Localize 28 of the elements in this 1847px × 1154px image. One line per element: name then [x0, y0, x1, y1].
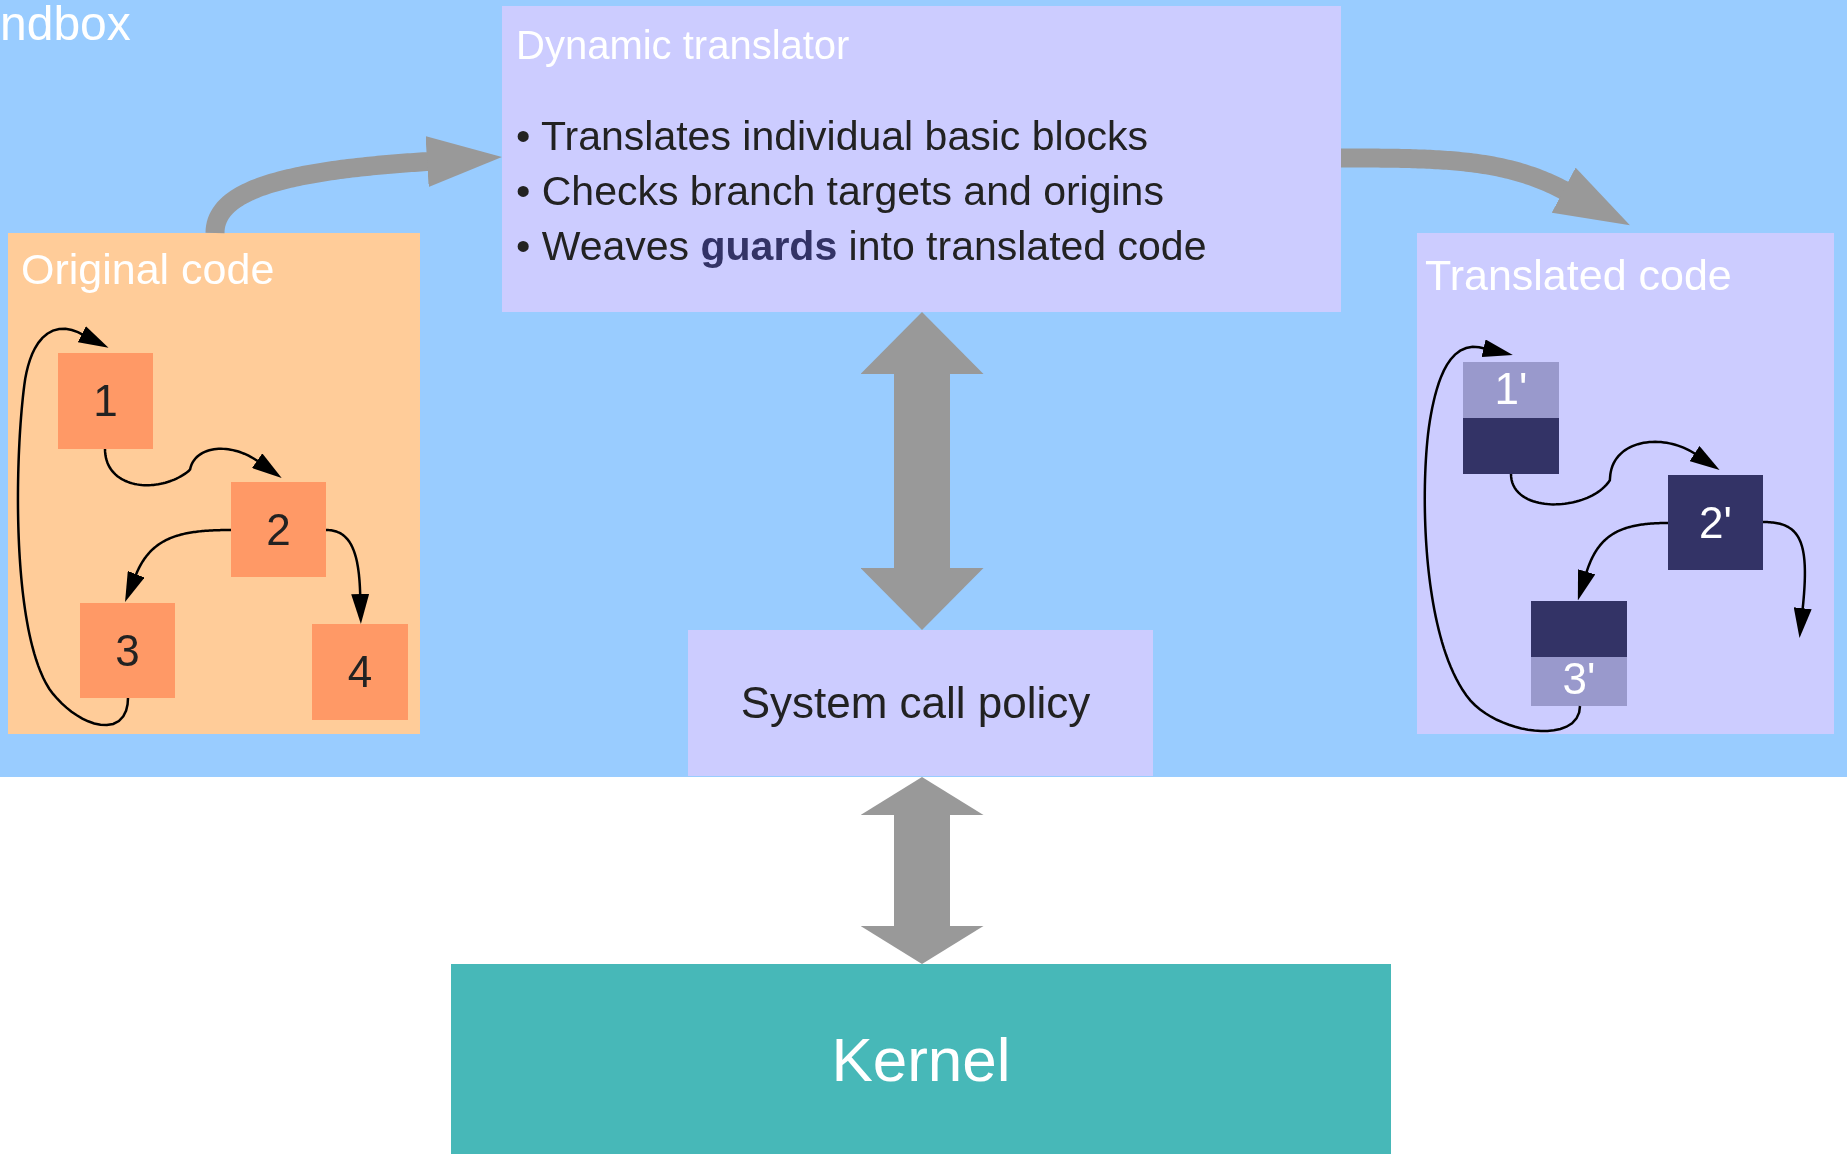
code-block: 1 — [58, 353, 153, 449]
arrow — [325, 528, 370, 624]
block-arrow — [860, 777, 984, 964]
bullet-item: • Weaves guards into translated code — [516, 222, 1207, 271]
arrow — [103, 447, 282, 487]
bullet-item: • Checks branch targets and origins — [516, 167, 1165, 216]
block-arrow — [860, 312, 984, 630]
code-block: 2' — [1668, 475, 1763, 570]
sandbox-region — [0, 0, 1847, 777]
code-panel — [8, 233, 420, 734]
arrow — [1577, 521, 1668, 601]
code-block: 4 — [312, 624, 408, 720]
code-block: 2 — [231, 482, 326, 577]
code-block: 3' — [1531, 601, 1627, 706]
code-block: 1' — [1463, 362, 1559, 474]
policy-box: System call policy — [688, 630, 1153, 776]
bullet-item: • Translates individual basic blocks — [516, 112, 1149, 161]
region-title: ndbox — [0, 0, 131, 50]
arrow — [1763, 520, 1812, 639]
arrow — [16, 326, 130, 727]
arrow — [1509, 440, 1720, 506]
kernel-box: Kernel — [451, 964, 1391, 1154]
arrow — [1423, 339, 1582, 733]
code-block: 3 — [80, 603, 175, 698]
panel-title: Original code — [21, 245, 275, 294]
arrow — [125, 528, 231, 603]
translator-box — [502, 6, 1341, 312]
code-panel — [1417, 233, 1834, 734]
